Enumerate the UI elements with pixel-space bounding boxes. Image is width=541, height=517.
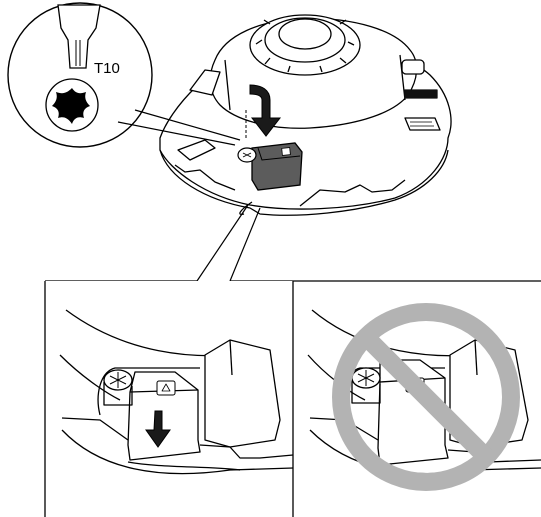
torx-star-icon	[45, 78, 99, 132]
mount-screw	[237, 147, 257, 163]
tool-callout: T10	[7, 2, 241, 148]
correct-detail-panel	[44, 281, 294, 517]
mount-lock-block	[251, 142, 303, 191]
prohibited-circle-icon	[332, 303, 520, 491]
down-arrow-icon	[249, 84, 282, 137]
zoom-leader-lines	[45, 201, 541, 282]
down-arrow-icon	[145, 410, 171, 448]
dome-base-assembly	[159, 14, 452, 216]
torx-screwdriver-icon	[57, 4, 101, 69]
bit-size-label: T10	[94, 60, 120, 77]
incorrect-detail-panel	[307, 303, 541, 491]
